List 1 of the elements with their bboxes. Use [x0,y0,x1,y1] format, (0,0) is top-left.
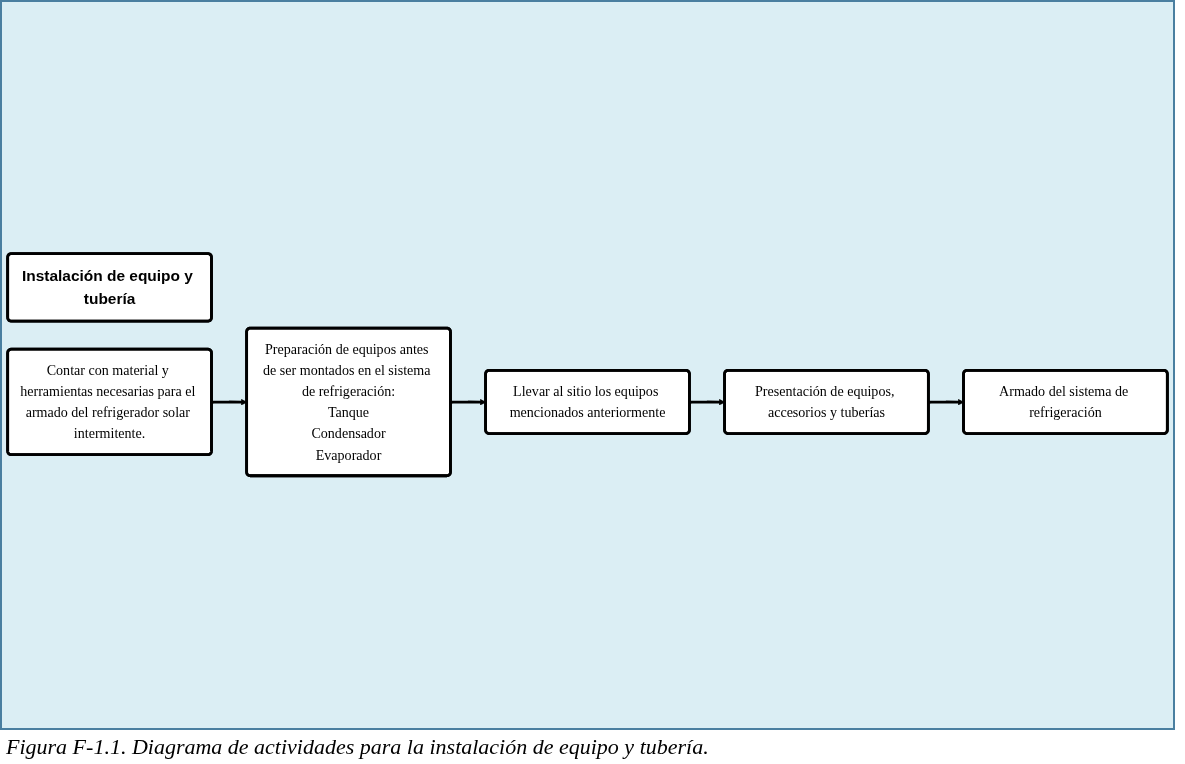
figure-caption: Figura F-1.1. Diagrama de actividades para la instalación de equipo y tubería. [5,733,710,761]
